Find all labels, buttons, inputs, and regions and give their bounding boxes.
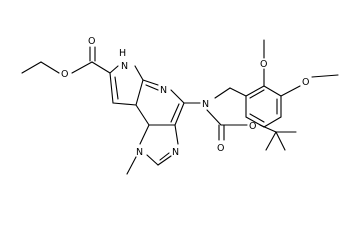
atom-amine-n: N <box>202 99 209 110</box>
bond-c2-n1 <box>109 65 119 74</box>
bond-ar-inner-c <box>249 113 265 123</box>
bond-n-c4 <box>170 89 185 104</box>
bond-n1me-c2 <box>146 154 159 166</box>
atom-pyridine-n: N <box>160 85 167 96</box>
bond-ar4-ome <box>280 85 301 97</box>
bond-c3-c2 <box>109 72 114 104</box>
bond-tbu-me3 <box>275 131 286 151</box>
bond-ar-2-3 <box>263 85 282 97</box>
atom-labels: O O H N N N N N O O O O <box>61 36 309 158</box>
bond-namine-ch2 <box>214 87 231 99</box>
bond-ethyl-ch2 <box>40 61 60 74</box>
atom-ester-o: O <box>61 69 68 80</box>
bond-ar-5-6 <box>245 116 265 128</box>
bond-c7a-n-inner <box>145 84 159 91</box>
atom-pyrrole-n: N <box>121 61 128 72</box>
chemical-structure: O O H N N N N N O O O O <box>21 36 339 175</box>
bond-ester-o-c <box>71 61 93 74</box>
bond-c7a-n <box>142 79 159 86</box>
bond-c3-c2-inner <box>114 76 119 100</box>
bond-tbu-me1 <box>265 131 277 151</box>
bond-c9b-n1me <box>139 124 150 145</box>
bond-c9b-c3a <box>135 104 150 126</box>
bond-namine-carbamate <box>206 109 222 126</box>
bond-c3a-c3 <box>112 102 137 106</box>
bond-ome-ch3-right <box>311 74 339 78</box>
atom-ester-carbonyl-o: O <box>88 36 95 47</box>
bond-c4-c4a <box>174 102 185 126</box>
bond-n1-c7a <box>134 65 144 81</box>
bond-c2-n3-inner <box>159 152 170 161</box>
bond-ar-inner-a <box>249 89 265 99</box>
atom-methoxy-o-top: O <box>260 59 267 70</box>
bond-n-methyl <box>126 156 137 175</box>
atom-carbamate-carbonyl-o: O <box>217 143 224 154</box>
bonds <box>21 39 339 175</box>
bond-ar-1-2 <box>245 85 265 97</box>
atom-carbamate-o: O <box>249 121 256 132</box>
bond-c7a-c3a <box>135 79 144 106</box>
bond-c2-n3 <box>157 155 172 166</box>
bond-ar-4-5 <box>263 116 282 128</box>
bond-c4-c4a-inner <box>170 103 180 123</box>
bond-ethyl-ch3 <box>21 61 42 74</box>
atom-methoxy-o-right: O <box>302 77 309 88</box>
atom-pyrrole-h: H <box>119 48 126 59</box>
bond-ester-c-ring <box>91 61 111 74</box>
atom-imidazole-n: N <box>172 147 179 158</box>
bond-n3-c4a <box>174 124 179 145</box>
bond-ch2-aryl <box>229 87 247 97</box>
atom-imidazole-n-methyl: N <box>136 147 143 158</box>
